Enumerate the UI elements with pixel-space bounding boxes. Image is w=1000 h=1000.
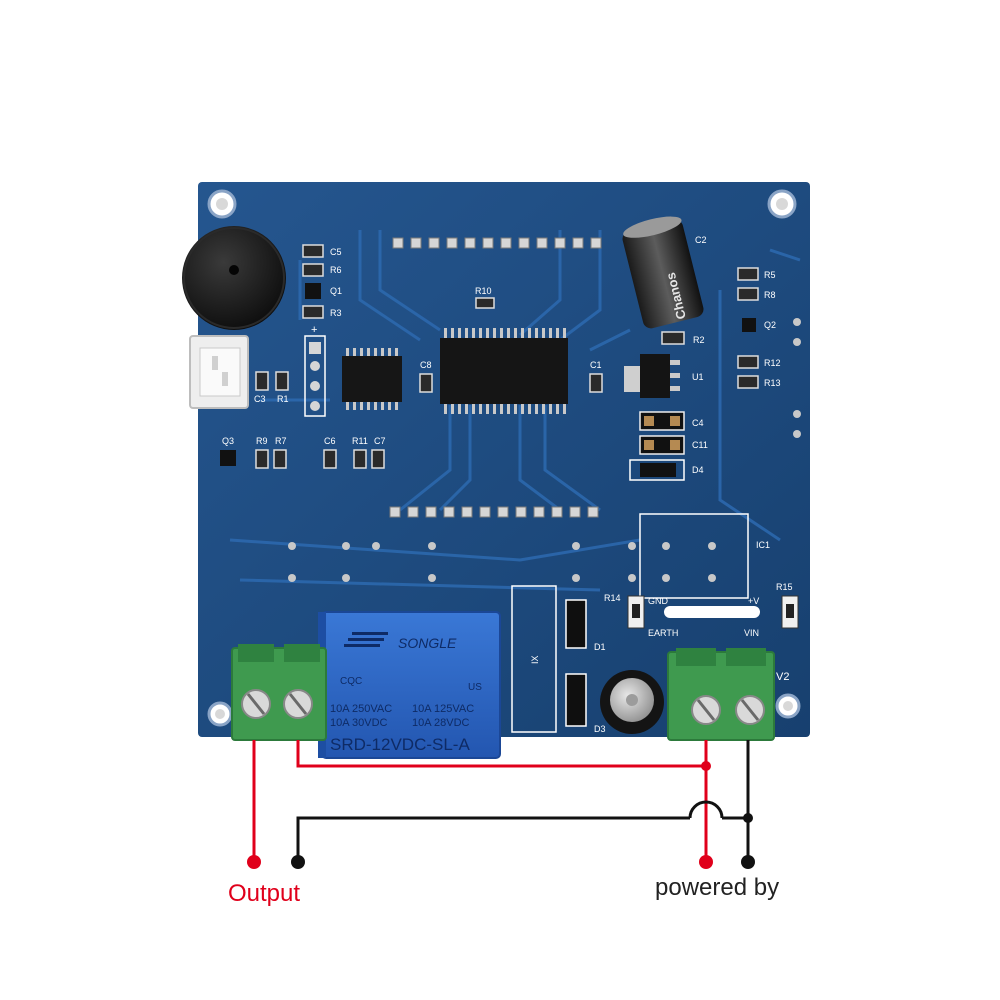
label-c1: C1 <box>590 360 602 370</box>
label-r14: R14 <box>604 593 621 603</box>
label-c5: C5 <box>330 247 342 257</box>
display-pins-bottom <box>389 506 599 518</box>
powered-by-label: powered by <box>655 874 780 901</box>
capacitor-small <box>600 670 664 734</box>
ic1-outline <box>639 513 749 599</box>
label-r2: R2 <box>693 335 705 345</box>
relay-logo-icon <box>344 632 388 647</box>
label-c7: C7 <box>374 436 386 446</box>
label-r1: R1 <box>277 394 289 404</box>
solder-dots <box>288 318 801 582</box>
label-c2: C2 <box>695 235 707 245</box>
relay-rating-3: 10A 30VDC <box>330 717 388 729</box>
label-c11: C11 <box>692 440 708 450</box>
regulator-u1 <box>624 354 680 398</box>
label-r5: R5 <box>764 270 776 280</box>
label-r6: R6 <box>330 265 342 275</box>
label-ix: IX <box>530 655 540 664</box>
label-q2: Q2 <box>764 320 776 330</box>
mounting-holes <box>207 189 801 727</box>
relay-rating-2: 10A 125VAC <box>412 703 474 715</box>
label-r12: R12 <box>764 358 781 368</box>
smd-group-left <box>302 244 324 319</box>
relay-brand: SONGLE <box>398 635 457 651</box>
label-r10: R10 <box>475 286 492 296</box>
relay-rating-1: 10A 250VAC <box>330 703 392 715</box>
label-r13: R13 <box>764 378 781 388</box>
label-c6: C6 <box>324 436 336 446</box>
ix-component <box>511 585 557 733</box>
relay-cqc: CQC <box>340 676 362 687</box>
label-vplus: +V <box>748 596 759 606</box>
label-d3: D3 <box>594 724 606 734</box>
label-r7: R7 <box>275 436 287 446</box>
label-r3: R3 <box>330 308 342 318</box>
display-pins-top <box>392 237 602 249</box>
capacitor-c2: Chanos <box>622 216 704 329</box>
label-vin: VIN <box>744 628 759 638</box>
label-c4: C4 <box>692 418 704 428</box>
relay-us: US <box>468 682 482 693</box>
label-d4: D4 <box>692 465 704 475</box>
ic-small <box>342 348 402 410</box>
label-gnd: GND <box>648 596 669 606</box>
label-v2: V2 <box>776 671 789 683</box>
pcb-traces <box>229 230 801 592</box>
wire-junctions <box>247 761 755 869</box>
terminal-block-right <box>667 648 775 741</box>
label-plus: + <box>311 324 317 336</box>
label-c8: C8 <box>420 360 432 370</box>
pin-header-4 <box>304 335 326 417</box>
label-earth: EARTH <box>648 628 678 638</box>
label-d1: D1 <box>594 642 606 652</box>
isolation-slot <box>664 606 760 618</box>
output-label: Output <box>228 880 301 907</box>
label-r15: R15 <box>776 582 793 592</box>
label-u1: U1 <box>692 372 704 382</box>
terminal-block-left <box>231 644 327 741</box>
label-r11: R11 <box>352 436 368 446</box>
relay-rating-4: 10A 28VDC <box>412 717 470 729</box>
label-c3: C3 <box>254 394 266 404</box>
label-ic1: IC1 <box>756 540 770 550</box>
label-r8: R8 <box>764 290 776 300</box>
label-q1: Q1 <box>330 286 342 296</box>
label-q3: Q3 <box>222 436 234 446</box>
mcu-chip <box>440 328 568 414</box>
relay-model: SRD-12VDC-SL-A <box>330 735 470 754</box>
buzzer <box>182 226 286 330</box>
label-r9: R9 <box>256 436 268 446</box>
sensor-connector <box>189 335 249 409</box>
